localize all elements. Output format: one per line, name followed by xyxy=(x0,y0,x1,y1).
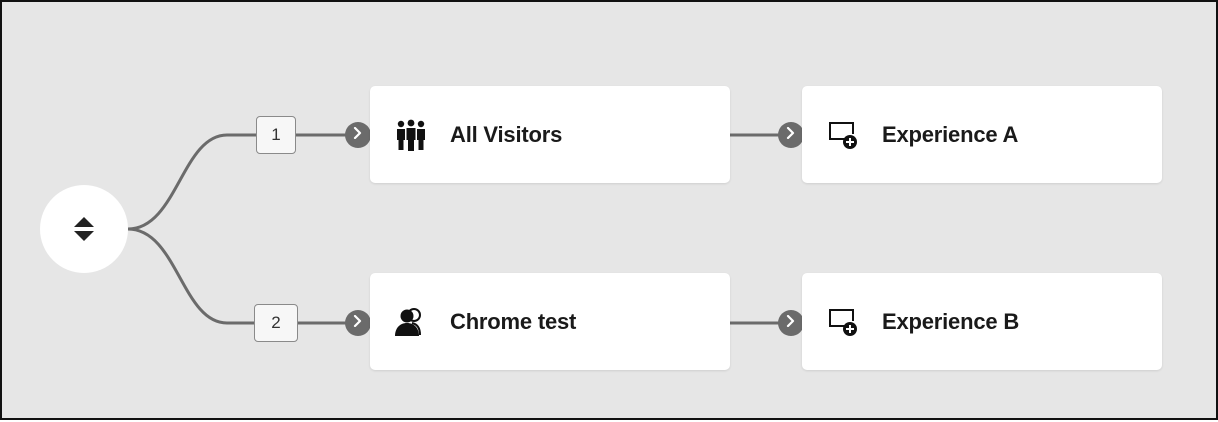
audience-label: All Visitors xyxy=(450,121,563,147)
chevron-right-icon xyxy=(786,126,796,144)
chevron-right-icon xyxy=(786,314,796,332)
order-badge-value: 2 xyxy=(271,313,281,332)
chevron-right-icon xyxy=(353,126,363,144)
expand-collapse-icon xyxy=(73,216,95,242)
chevron-right-icon xyxy=(353,314,363,332)
experience-label: Experience A xyxy=(882,121,1019,147)
audience-label: Chrome test xyxy=(450,308,577,334)
user-group-icon xyxy=(394,305,428,339)
expand-experience-b-button[interactable] xyxy=(778,310,804,336)
order-badge-2[interactable]: 2 xyxy=(254,304,298,342)
expand-audience-1-button[interactable] xyxy=(345,122,371,148)
expand-audience-2-button[interactable] xyxy=(345,310,371,336)
connector-branch-1 xyxy=(127,133,256,231)
experience-card-a[interactable]: Experience A xyxy=(802,86,1162,183)
order-badge-1[interactable]: 1 xyxy=(256,116,296,154)
add-experience-icon xyxy=(826,118,860,152)
group-people-icon xyxy=(394,118,428,152)
audience-card-all-visitors[interactable]: All Visitors xyxy=(370,86,730,183)
expand-experience-a-button[interactable] xyxy=(778,122,804,148)
audience-card-chrome-test[interactable]: Chrome test xyxy=(370,273,730,370)
add-experience-icon xyxy=(826,305,860,339)
experience-card-b[interactable]: Experience B xyxy=(802,273,1162,370)
connector-branch-2 xyxy=(127,227,254,325)
order-badge-value: 1 xyxy=(271,125,281,144)
root-toggle-button[interactable] xyxy=(40,185,128,273)
experience-label: Experience B xyxy=(882,308,1020,334)
